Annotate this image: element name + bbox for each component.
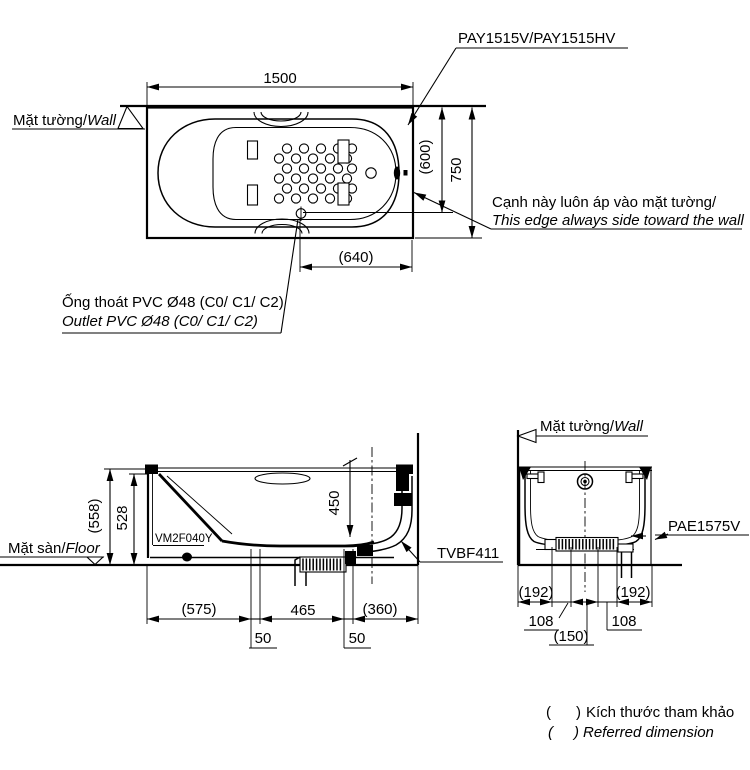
dim-192-left-label: (192): [518, 584, 553, 601]
dim-108a-label: 108: [528, 613, 553, 630]
dim-450-tick: [342, 457, 358, 467]
outlet-leader: [280, 218, 299, 334]
side-drain-hose-ribs: [302, 558, 342, 571]
dim-558-label: (558): [86, 498, 103, 533]
overflow-pipe-outer: [358, 476, 413, 553]
wall-label-end: Mặt tường/Wall: [540, 418, 644, 435]
reference-note: ( ) Kích thước tham khảo ( ) Referred di…: [546, 704, 734, 741]
wall-label-top: Mặt tường/Wall: [13, 112, 117, 129]
end-drain-hose-ribs: [558, 539, 615, 550]
basin-inner-outline: [212, 126, 397, 221]
outlet-label-vi: Ống thoát PVC Ø48 (C0/ C1/ C2): [62, 293, 284, 311]
dim-50a-label: 50: [255, 630, 272, 647]
wall-hatch-triangle-icon: [117, 105, 145, 130]
tub-rim-outline: [145, 106, 415, 240]
wall-arrow-triangle-icon: [516, 428, 537, 444]
dim-108b-label: 108: [611, 613, 636, 630]
apron-label: PAE1575V: [668, 518, 740, 535]
waste-leader: [400, 540, 421, 563]
side-view: Mặt sàn/Floor VM2F040Y TVBF411: [0, 433, 503, 649]
model-label: PAY1515V/PAY1515HV: [458, 30, 615, 47]
rim-cap-right: [396, 464, 413, 474]
side-drain-fitting: [345, 551, 356, 564]
dim-192-right-label: (192): [615, 584, 650, 601]
rim-cap-left: [145, 464, 158, 474]
dim-528-label: 528: [114, 505, 131, 530]
note-paren-open-en: (: [548, 724, 555, 741]
note-paren-open-vi: (: [546, 704, 551, 721]
note-vi: Kích thước tham khảo: [586, 704, 734, 721]
backrest-slope: [157, 473, 224, 542]
edge-note-vi: Cạnh này luôn áp vào mặt tường/: [492, 194, 717, 211]
dim-640-label: (640): [338, 249, 373, 266]
pad-left-top: [246, 140, 259, 160]
overflow-connector-1: [396, 471, 409, 491]
backrest-slope-inner: [166, 475, 233, 535]
dim-108a-leader: [558, 602, 569, 619]
top-view: Mặt tường/Wall Ống thoát P: [12, 30, 744, 334]
dim-1500-label: 1500: [263, 70, 296, 87]
grip-handle-top: [253, 111, 309, 128]
overflow-tick: [403, 170, 408, 176]
part-code-label: VM2F040Y: [155, 533, 213, 545]
waste-label: TVBF411: [437, 545, 499, 562]
dim-575-label: (575): [181, 601, 216, 618]
end-view: Mặt tường/Wall: [516, 418, 749, 646]
pad-left-bottom: [246, 184, 259, 206]
overflow-connector-2: [394, 493, 412, 506]
dim-150-label: (150): [553, 628, 588, 645]
basin-bottom: [221, 539, 375, 548]
pad-right-bottom: [337, 182, 350, 206]
end-drain-elbow: [617, 543, 634, 553]
dim-50b-label: 50: [349, 630, 366, 647]
drain-joint: [357, 545, 373, 556]
drain-ring: [365, 167, 377, 179]
note-paren-close-vi: ): [576, 704, 581, 721]
floor-label: Mặt sàn/Floor: [8, 540, 101, 557]
side-drain-elbow: [294, 556, 307, 586]
dim-465-label: 465: [290, 602, 315, 619]
grip-left-end: [526, 471, 545, 484]
edge-note-en: This edge always side toward the wall: [492, 212, 744, 229]
overflow-fitting: [393, 166, 401, 180]
dim-360-label: (360): [362, 601, 397, 618]
end-drain-fitting: [544, 538, 557, 551]
outlet-label-en: Outlet PVC Ø48 (C0/ C1/ C2): [62, 313, 258, 330]
basin-outer-outline: [157, 118, 400, 228]
floor-hatch-triangle-icon: [85, 556, 105, 566]
dim-750-label: 750: [448, 157, 465, 182]
dim-450-label: 450: [326, 490, 343, 515]
edge-note-leader: [413, 192, 492, 230]
tub-foot: [182, 552, 192, 562]
dim-600-label: (600): [417, 139, 434, 174]
note-en: Referred dimension: [583, 724, 714, 741]
overflow-pipe-inner: [357, 476, 403, 546]
apron-leader: [654, 531, 669, 541]
handle-side-view: [254, 472, 311, 485]
pad-right-top: [337, 139, 350, 164]
note-paren-close-en: ): [572, 724, 579, 741]
model-leader: [407, 47, 457, 126]
grip-right-end: [625, 471, 644, 484]
